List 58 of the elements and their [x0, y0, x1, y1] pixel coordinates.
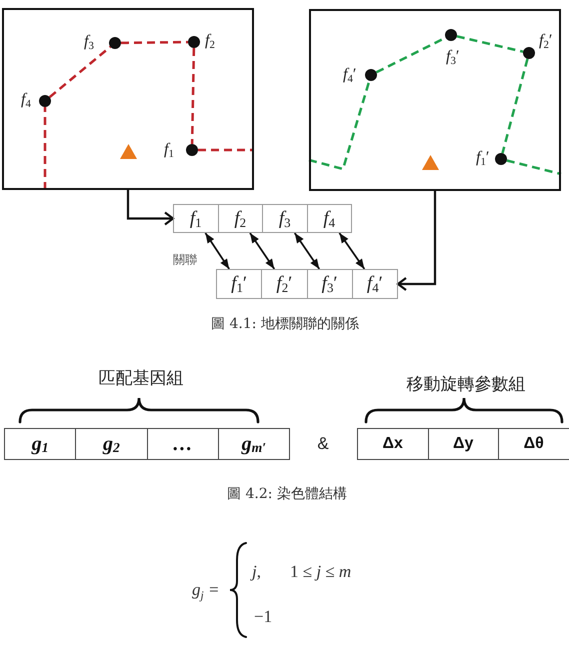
feature-cell: f$_{2}$′: [261, 269, 308, 299]
double-arrow: [204, 232, 230, 270]
dashed-line: [308, 80, 370, 171]
feature-cell: f$_{3}$′: [306, 269, 353, 299]
feature-point: [39, 95, 51, 107]
point-label: f$_{3}$: [84, 33, 94, 51]
dashed-line: [456, 35, 524, 53]
dashed-line: [506, 159, 562, 176]
scene-panel: [309, 9, 561, 191]
equation-text: g$_{j}$ =: [192, 580, 220, 600]
parameter-cell: Δθ: [498, 428, 569, 460]
arrow: [396, 191, 436, 292]
group-heading: 移動旋轉參數組: [406, 374, 526, 396]
dashed-line: [198, 148, 254, 152]
dashed-line: [48, 46, 112, 98]
equation-text: −1: [254, 607, 272, 627]
scene-panel: [2, 8, 254, 190]
gene-cell: g$_{m′}$: [218, 428, 290, 460]
feature-point: [365, 69, 377, 81]
feature-cell: f$_{1}$′: [216, 269, 262, 299]
point-label: f$_{2}$: [205, 32, 215, 50]
ampersand-sign: &: [317, 434, 329, 454]
point-label: f$_{4}$′: [343, 66, 356, 84]
feature-cell: f$_{4}$: [306, 204, 352, 233]
point-label: f$_{4}$: [21, 91, 31, 109]
dashed-line: [190, 48, 196, 144]
dashed-line: [44, 107, 46, 190]
feature-cell: f$_{3}$: [262, 204, 308, 233]
group-heading: 匹配基因組: [98, 368, 184, 390]
double-arrow: [338, 232, 366, 270]
feature-point: [186, 144, 198, 156]
annotation-text: 關聯: [173, 252, 197, 268]
point-label: f$_{1}$′: [476, 149, 490, 167]
point-label: f$_{3}$′: [446, 48, 460, 66]
feature-point: [445, 29, 457, 41]
feature-point: [188, 36, 200, 48]
gene-cell: g$_{1}$: [4, 428, 76, 460]
feature-point: [109, 37, 121, 49]
parameter-cell: Δx: [357, 428, 428, 460]
figure-caption: 圖 4.1: 地標關聯的關係: [211, 315, 359, 333]
feature-point: [495, 153, 507, 165]
gene-cell: …: [146, 428, 219, 460]
equation-text: j,: [252, 562, 261, 582]
gene-cell: g$_{2}$: [75, 428, 148, 460]
point-label: f$_{2}$′: [539, 32, 552, 50]
figure-caption: 圖 4.2: 染色體結構: [227, 485, 347, 503]
double-arrow: [294, 232, 320, 270]
parameter-cell: Δy: [428, 428, 499, 460]
point-label: f$_{1}$: [164, 141, 174, 159]
double-arrow: [249, 232, 276, 270]
feature-point: [523, 47, 535, 59]
feature-cell: f$_{1}$: [173, 204, 218, 233]
dashed-line: [120, 40, 188, 44]
dashed-line: [501, 58, 529, 154]
equation-text: 1 ≤ j ≤ m: [290, 562, 352, 582]
feature-cell: f$_{4}$′: [352, 269, 398, 299]
feature-cell: f$_{2}$: [218, 204, 263, 233]
arrow: [126, 190, 174, 226]
